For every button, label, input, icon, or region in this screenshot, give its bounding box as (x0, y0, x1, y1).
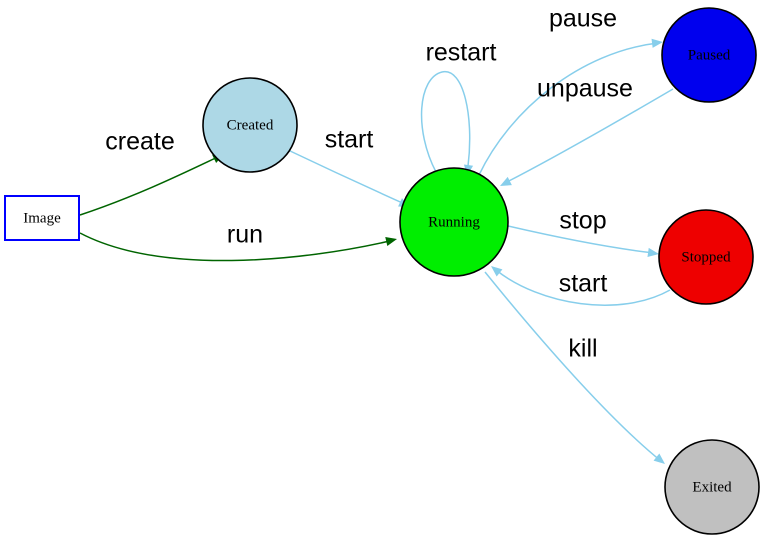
arrowhead-pause (651, 38, 663, 48)
node-exited[interactable]: Exited (664, 439, 760, 535)
edge-path-pause (478, 42, 659, 176)
edge-path-create (79, 154, 223, 216)
node-shape-exited[interactable] (664, 439, 760, 535)
arrowhead-kill (653, 453, 665, 464)
node-label-stopped: Stopped (681, 249, 731, 265)
edge-label-start2: start (559, 270, 608, 298)
arrowhead-stop (647, 247, 659, 258)
edge-path-start1 (287, 149, 408, 206)
node-paused[interactable]: Paused (661, 7, 757, 103)
edge-label-run: run (227, 221, 263, 249)
edge-create (79, 154, 224, 216)
edge-path-start2 (495, 269, 671, 306)
node-label-paused: Paused (688, 47, 731, 63)
edge-labels-layer: create run start restart pause unpause stop sta… (105, 5, 633, 363)
node-running[interactable]: Running (399, 167, 509, 277)
edge-label-start1: start (325, 126, 374, 154)
edge-unpause (500, 88, 674, 186)
node-shape-image[interactable] (4, 195, 80, 241)
node-shape-created[interactable] (202, 77, 298, 173)
edge-run (79, 232, 397, 262)
edge-path-restart (420, 71, 471, 173)
edge-start2 (491, 266, 671, 306)
edge-path-kill (484, 271, 662, 462)
arrowhead-run (385, 236, 397, 246)
node-created[interactable]: Created (202, 77, 298, 173)
node-shape-stopped[interactable] (658, 209, 754, 305)
edge-path-stop (507, 225, 655, 254)
node-label-running: Running (428, 214, 480, 230)
node-label-created: Created (227, 117, 274, 133)
node-stopped[interactable]: Stopped (658, 209, 754, 305)
edge-start1 (287, 149, 410, 207)
edge-restart (420, 71, 474, 176)
edge-label-kill: kill (568, 335, 597, 363)
node-label-image: Image (23, 210, 61, 226)
node-shape-running[interactable] (399, 167, 509, 277)
node-label-exited: Exited (692, 479, 732, 495)
node-shape-paused[interactable] (661, 7, 757, 103)
edge-stop (507, 225, 659, 258)
edge-path-unpause (504, 88, 674, 184)
edge-label-stop: stop (559, 207, 606, 235)
edge-pause (478, 38, 663, 176)
arrowhead-unpause (500, 176, 512, 186)
node-image[interactable]: Image (4, 195, 80, 241)
edge-kill (484, 271, 665, 464)
arrowhead-start2 (491, 266, 503, 277)
edge-label-create: create (105, 128, 174, 156)
edge-label-unpause: unpause (537, 75, 633, 103)
edge-path-run (79, 232, 395, 262)
edge-label-restart: restart (426, 39, 497, 67)
edges-layer (79, 38, 674, 464)
edge-label-pause: pause (549, 5, 617, 33)
